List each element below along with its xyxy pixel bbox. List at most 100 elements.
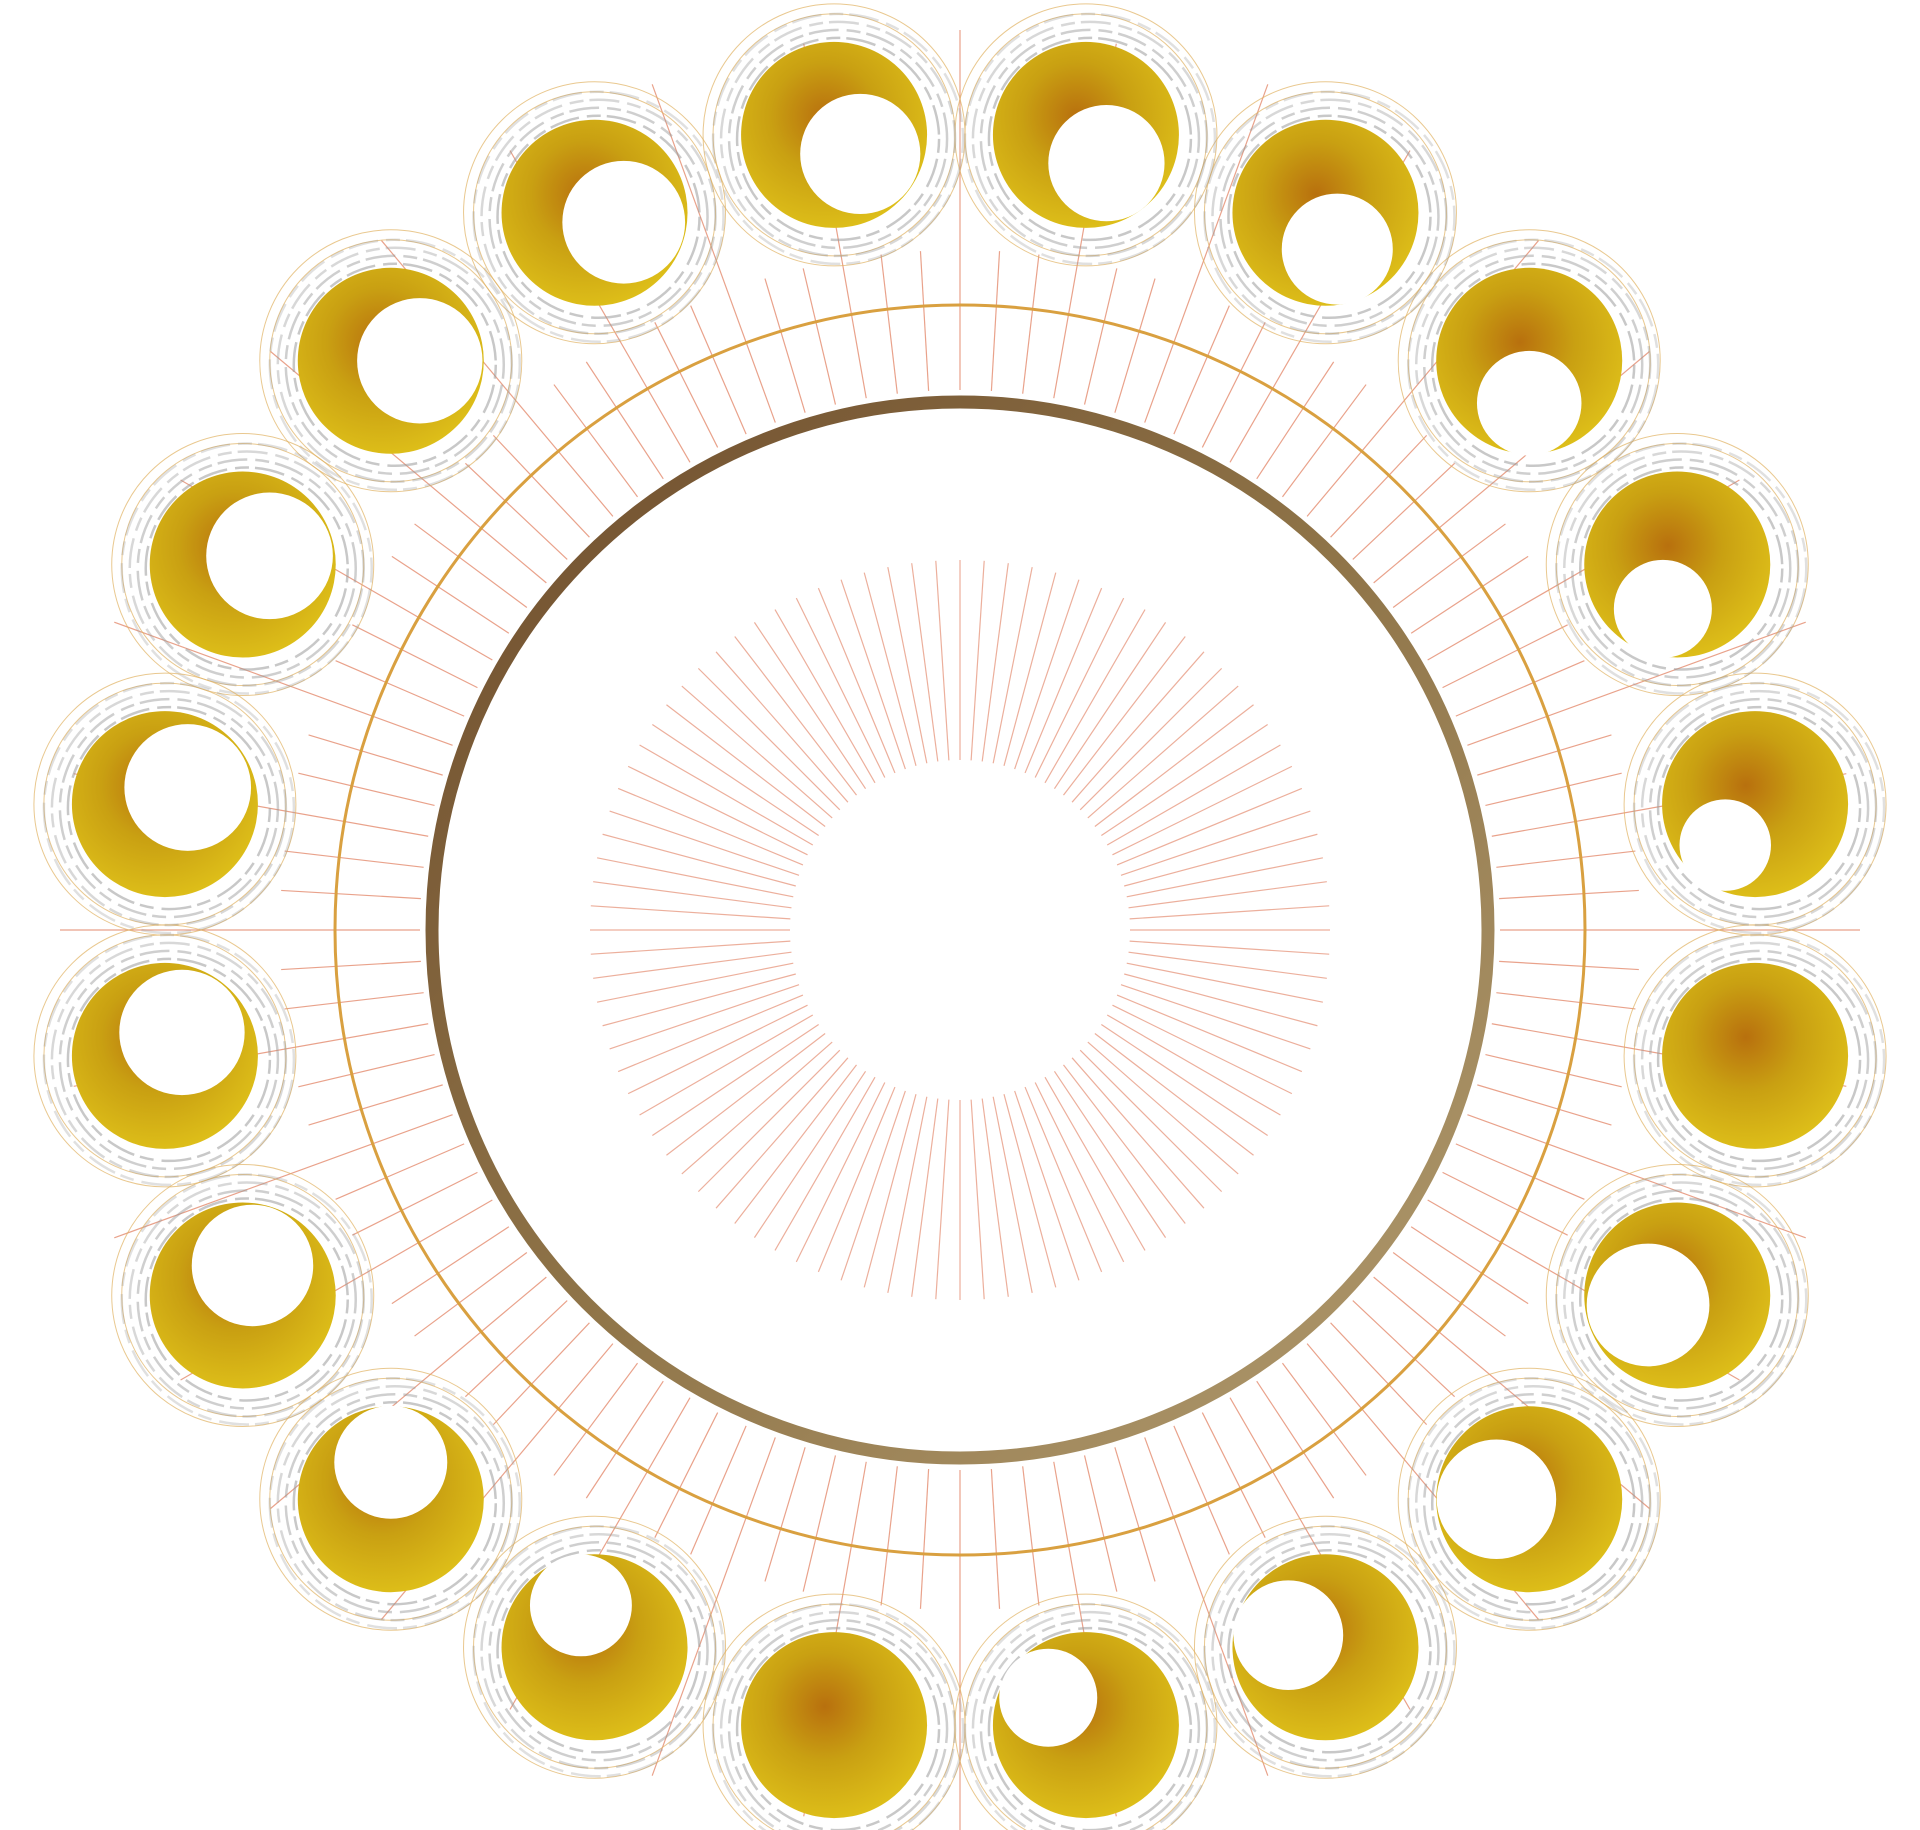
- outer-ray: [1201, 322, 1266, 448]
- inner-ray: [840, 579, 906, 770]
- outer-ray: [284, 850, 424, 868]
- outer-ray: [464, 1300, 568, 1398]
- outer-ray: [308, 734, 443, 776]
- inner-ray: [681, 685, 833, 819]
- inner-ray: [1071, 651, 1205, 803]
- moon-shadow: [119, 969, 245, 1096]
- moon-halo-gold: [1193, 81, 1457, 345]
- inner-ray: [1003, 1094, 1057, 1288]
- outer-ray: [335, 1143, 465, 1200]
- inner-ray: [795, 597, 886, 778]
- moon-halo-gold: [1407, 1377, 1651, 1621]
- inner-ray: [1094, 1033, 1254, 1156]
- outer-ray: [1352, 462, 1456, 560]
- outer-ray: [1499, 889, 1639, 900]
- inner-ray: [609, 984, 800, 1050]
- inner-ray: [911, 563, 939, 762]
- outer-ray: [308, 1084, 443, 1126]
- inner-ray: [1128, 881, 1327, 909]
- moon-shadow: [562, 160, 686, 284]
- moon-disc: [741, 1632, 928, 1819]
- outer-ray: [1467, 1114, 1806, 1239]
- moon-halo-gold: [1545, 1163, 1809, 1427]
- moon-halo-sketch: [735, 1626, 941, 1830]
- inner-ray: [1112, 1004, 1293, 1095]
- inner-ray: [715, 1057, 849, 1209]
- moon-halo-sketch: [1219, 1541, 1440, 1762]
- inner-ray: [1079, 1049, 1223, 1193]
- moon-halo-sketch: [42, 681, 296, 935]
- moon-shadow: [334, 1405, 448, 1519]
- moon-halo-gold: [269, 239, 513, 483]
- moon-3: [1545, 433, 1809, 697]
- outer-ray: [284, 992, 424, 1010]
- inner-ray: [1120, 984, 1311, 1050]
- inner-ray: [1116, 787, 1303, 866]
- inner-ray: [1053, 622, 1167, 789]
- outer-ray: [1485, 1053, 1622, 1088]
- inner-ray: [1106, 744, 1281, 846]
- inner-ray: [1044, 609, 1146, 784]
- moon-halo-sketch: [987, 1626, 1193, 1830]
- outer-ray: [1083, 268, 1118, 405]
- moon-halo-gold: [1623, 672, 1887, 936]
- outer-ray: [1496, 850, 1636, 868]
- moon-7: [702, 3, 966, 267]
- outer-ray: [1392, 1251, 1506, 1337]
- moon-2: [1623, 672, 1887, 936]
- moon-halo-sketch: [1571, 1189, 1792, 1410]
- inner-ray: [753, 1071, 867, 1238]
- moon-halo-sketch: [1227, 114, 1432, 319]
- moon-10: [111, 433, 375, 697]
- moon-18: [1193, 1515, 1457, 1779]
- moon-halo-sketch: [136, 458, 357, 679]
- moon-halo-sketch: [144, 466, 349, 671]
- outer-ray: [1455, 660, 1585, 717]
- inner-ray: [1101, 723, 1268, 837]
- moon-halo-sketch: [1632, 681, 1886, 935]
- moon-halo-sketch: [1640, 689, 1878, 927]
- moon-shadow: [206, 492, 333, 620]
- inner-ray: [1053, 1071, 1167, 1238]
- outer-ray: [1442, 624, 1568, 689]
- moon-halo-sketch: [1648, 949, 1870, 1171]
- outer-ray: [690, 305, 747, 435]
- outer-ray: [880, 1466, 898, 1606]
- moon-halo-gold: [702, 3, 966, 267]
- moon-halo-sketch: [144, 1197, 349, 1402]
- outer-ray: [553, 1362, 639, 1476]
- moon-halo-sketch: [292, 1400, 498, 1606]
- inner-ray: [1014, 579, 1080, 770]
- inner-ray: [992, 1096, 1033, 1294]
- inner-ray: [681, 1041, 833, 1175]
- outer-ray: [1442, 1171, 1568, 1236]
- moon-halo-gold: [1397, 229, 1661, 493]
- inner-ray: [734, 636, 857, 796]
- inner-ray: [970, 1099, 985, 1300]
- outer-ray: [1477, 1084, 1612, 1126]
- outer-ray: [1114, 278, 1156, 413]
- outer-ray: [352, 1171, 478, 1236]
- inner-ray: [863, 1094, 917, 1288]
- outer-ray: [1022, 254, 1040, 394]
- inner-ray: [1101, 1023, 1268, 1137]
- inner-ray: [1014, 1090, 1080, 1281]
- inner-ray: [652, 1023, 819, 1137]
- moon-halo-gold: [121, 443, 365, 687]
- outer-ray: [690, 1425, 747, 1555]
- outer-ray: [919, 1469, 930, 1609]
- moon-halo-gold: [473, 1525, 717, 1769]
- moon-halo-sketch: [1203, 1525, 1456, 1778]
- moon-halo-gold: [121, 1173, 365, 1417]
- outer-ray: [990, 251, 1001, 391]
- moon-halo-sketch: [268, 238, 522, 492]
- outer-ray: [1144, 84, 1269, 423]
- outer-ray: [1256, 1380, 1335, 1499]
- inner-bronze-ring: [425, 395, 1495, 1465]
- moon-halo-sketch: [979, 28, 1201, 250]
- moon-halo-sketch: [1656, 957, 1862, 1163]
- moon-20: [1545, 1163, 1809, 1427]
- inner-ray: [639, 1014, 814, 1116]
- inner-ray: [1124, 973, 1318, 1027]
